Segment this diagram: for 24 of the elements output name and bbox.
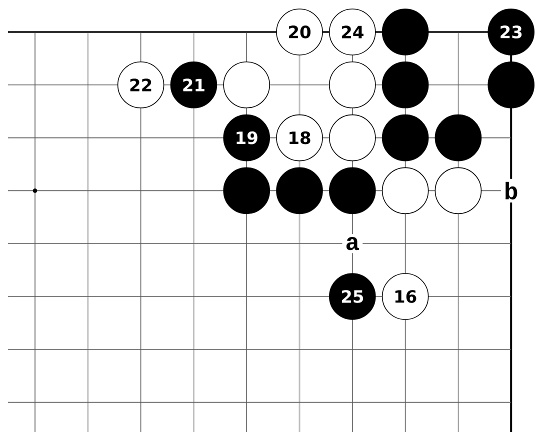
numbered-stone: 21	[170, 62, 218, 108]
stone	[223, 167, 270, 214]
stone	[329, 167, 376, 214]
stone	[382, 8, 429, 56]
numbered-stone: 16	[382, 273, 429, 320]
point-label: b	[500, 178, 522, 203]
stone	[434, 114, 482, 162]
stone	[276, 167, 323, 214]
numbered-stone: 25	[329, 273, 376, 320]
numbered-stone: 20	[276, 8, 323, 56]
stone	[488, 62, 534, 108]
point-label: a	[342, 234, 363, 254]
stone	[382, 167, 429, 214]
stone	[223, 62, 270, 108]
numbered-stone: 18	[276, 114, 323, 162]
numbered-stone: 22	[117, 62, 164, 108]
stone	[329, 114, 376, 162]
stone	[329, 62, 376, 108]
stone	[434, 167, 482, 214]
stone	[382, 114, 429, 162]
numbered-stone: 19	[223, 114, 270, 162]
stone	[382, 62, 429, 108]
numbered-stone: 24	[329, 8, 376, 56]
numbered-stone: 23	[488, 8, 534, 56]
